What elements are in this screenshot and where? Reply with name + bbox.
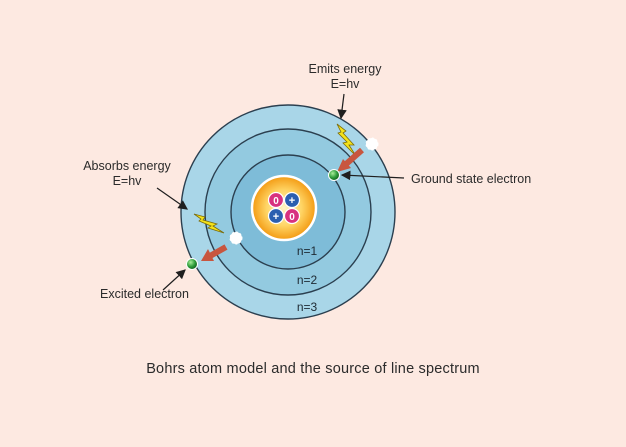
ground-state-electron: [328, 169, 340, 181]
neutron-particle: [283, 207, 301, 225]
ground-state-electron-label: Ground state electron: [411, 172, 532, 186]
particle-symbol: 0: [273, 196, 279, 207]
orbit-label-n2: n=2: [297, 273, 318, 287]
emits-energy-label: Emits energy E=hv: [300, 62, 390, 92]
emission-transition-arrow: [337, 147, 364, 172]
absorbs-energy-text: Absorbs energy: [83, 159, 171, 173]
absorption-photon-icon: [193, 213, 225, 234]
proton-particle: [283, 191, 301, 209]
nucleus-particles: 0 + + 0: [267, 191, 301, 225]
excited-electron-label: Excited electron: [100, 287, 189, 301]
particle-symbol: +: [273, 211, 279, 223]
absorption-transition-arrow: [201, 244, 228, 261]
particle-symbol: +: [289, 195, 295, 207]
proton-particle: [267, 207, 285, 225]
excited-electron: [186, 258, 198, 270]
absorbs-energy-label: Absorbs energy E=hv: [72, 159, 182, 189]
absorbs-pointer-arrow: [156, 187, 188, 210]
orbit-label-n3: n=3: [297, 300, 318, 314]
vacated-electron-spot: [365, 137, 379, 151]
ground-state-pointer-arrow: [340, 170, 405, 181]
emits-energy-text: Emits energy: [308, 62, 382, 76]
orbit-label-n1: n=1: [297, 244, 318, 258]
absorbs-energy-formula: E=hv: [112, 174, 142, 188]
neutron-particle: [267, 191, 285, 209]
excited-pointer-arrow: [162, 269, 186, 291]
particle-symbol: 0: [289, 212, 295, 223]
diagram-caption: Bohrs atom model and the source of line …: [146, 361, 480, 377]
vacated-electron-spot: [229, 231, 243, 245]
emits-energy-formula: E=hv: [330, 77, 360, 91]
emits-pointer-arrow: [337, 93, 347, 120]
nucleus-core: [250, 174, 318, 242]
